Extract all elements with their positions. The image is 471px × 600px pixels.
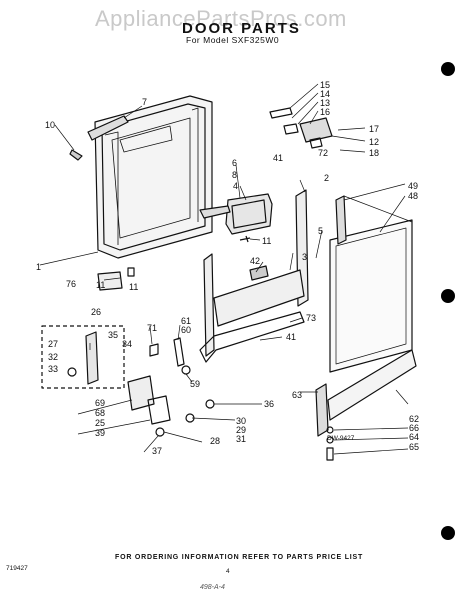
callout-1: 1 <box>36 262 42 272</box>
callout-12: 12 <box>369 137 380 147</box>
callout-41: 41 <box>273 153 284 163</box>
callout-3: 3 <box>302 252 308 262</box>
callout-11: 11 <box>96 280 106 290</box>
callout-64: 64 <box>409 432 420 442</box>
callout-49: 49 <box>408 181 419 191</box>
diagram-code: DW-9427 <box>327 435 355 442</box>
callout-15: 15 <box>320 80 331 90</box>
binder-hole <box>441 289 455 303</box>
callout-17: 17 <box>369 124 380 134</box>
binder-hole <box>441 526 455 540</box>
callout-48: 48 <box>408 191 419 201</box>
callout-13: 13 <box>320 98 331 108</box>
binder-hole <box>441 62 455 76</box>
callout-25: 25 <box>95 418 106 428</box>
callout-18: 18 <box>369 148 380 158</box>
callout-76: 76 <box>66 279 77 289</box>
handwritten-note: 498-A-4 <box>200 584 225 591</box>
callout-59: 59 <box>190 379 201 389</box>
page-number: 4 <box>226 568 230 575</box>
callout-62: 62 <box>409 414 420 424</box>
callout-27: 27 <box>48 339 59 349</box>
callout-31: 31 <box>236 434 247 444</box>
callout-65: 65 <box>409 442 420 452</box>
page-code: 719427 <box>6 565 28 572</box>
callout-10: 10 <box>45 120 56 130</box>
callout-61: 61 <box>181 316 192 326</box>
callout-35: 35 <box>108 330 119 340</box>
callout-32: 32 <box>48 352 59 362</box>
callout-39: 39 <box>95 428 106 438</box>
callout-6: 6 <box>232 158 238 168</box>
callout-16: 16 <box>320 107 331 117</box>
callout-68: 68 <box>95 408 106 418</box>
ordering-info-footer: FOR ORDERING INFORMATION REFER TO PARTS … <box>115 554 364 561</box>
callout-73: 73 <box>306 313 317 323</box>
callout-66: 66 <box>409 423 420 433</box>
callout-72: 72 <box>318 148 329 158</box>
callout-8: 8 <box>232 170 238 180</box>
callout-4: 4 <box>233 181 239 191</box>
callout-42: 42 <box>250 256 261 266</box>
callout-36: 36 <box>264 399 275 409</box>
callout-7: 7 <box>142 97 148 107</box>
callout-34: 34 <box>122 339 133 349</box>
callout-2: 2 <box>324 173 330 183</box>
watermark: AppliancePartsPros.com <box>95 6 347 31</box>
callout-63: 63 <box>292 390 303 400</box>
callout-26: 26 <box>91 307 102 317</box>
page-subtitle: For Model SXF325W0 <box>186 35 280 45</box>
callout-60: 60 <box>181 325 192 335</box>
callout-11: 11 <box>129 282 139 292</box>
callout-33: 33 <box>48 364 59 374</box>
callout-28: 28 <box>210 436 221 446</box>
callout-14: 14 <box>320 89 331 99</box>
callout-69: 69 <box>95 398 106 408</box>
callout-29: 29 <box>236 425 247 435</box>
callout-30: 30 <box>236 416 247 426</box>
callout-37: 37 <box>152 446 163 456</box>
callout-71: 71 <box>147 323 158 333</box>
callout-11: 11 <box>262 236 272 246</box>
page-title: DOOR PARTS <box>182 20 301 37</box>
callout-41: 41 <box>286 332 297 342</box>
callout-5: 5 <box>318 226 324 236</box>
